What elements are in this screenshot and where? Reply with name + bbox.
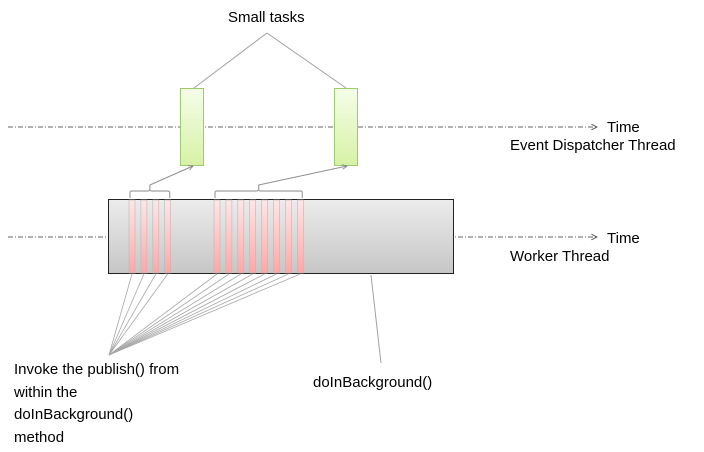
small-tasks-callout-left: [193, 32, 268, 89]
publish-callout-line: [108, 273, 218, 356]
publish-call-bar: [225, 199, 233, 274]
small-tasks-label: Small tasks: [228, 9, 305, 26]
publish-description-line: method: [14, 428, 65, 446]
doinbackground-label: doInBackground(): [313, 374, 433, 391]
edt-thread-label: Event Dispatcher Thread: [510, 137, 676, 154]
publish-callout-line: [108, 273, 133, 356]
publish-callout-line: [108, 273, 145, 356]
publish-callout-line: [108, 273, 253, 356]
publish-call-bar: [213, 199, 221, 274]
publish-description-line: Invoke the publish() from: [14, 361, 180, 378]
publish-description: Invoke the publish() from within the doI…: [14, 359, 179, 449]
publish-callout-line: [108, 273, 265, 356]
publish-call-bar: [128, 199, 136, 274]
publish-call-bar: [261, 199, 268, 274]
publish-call-bar: [164, 199, 171, 274]
publish-callout-line: [108, 273, 169, 356]
worker-thread-label: Worker Thread: [510, 248, 610, 265]
process-arrow: [258, 166, 347, 186]
publish-call-bar: [273, 199, 280, 274]
publish-description-line: doInBackground(): [14, 406, 134, 423]
publish-description-line: within the: [14, 383, 78, 401]
publish-callout-line: [108, 273, 301, 356]
publish-group-brace: [214, 185, 303, 198]
publish-call-bar: [237, 199, 245, 274]
publish-callout-line: [108, 273, 157, 356]
publish-callout-line: [108, 273, 230, 356]
publish-group-brace: [129, 185, 171, 198]
publish-callout-line: [108, 273, 289, 356]
doinbackground-callout: [370, 274, 382, 364]
process-arrow: [149, 166, 193, 186]
publish-call-bar: [249, 199, 256, 274]
publish-call-bar: [285, 199, 292, 274]
publish-callout-line: [108, 273, 242, 356]
publish-call-bar: [140, 199, 148, 274]
small-task-box: [334, 88, 358, 166]
publish-call-bar: [296, 199, 304, 274]
small-task-box: [180, 88, 204, 166]
worker-block: [108, 199, 454, 274]
edt-time-label: Time: [607, 119, 640, 136]
publish-callout-line: [108, 273, 277, 356]
publish-call-bar: [152, 199, 160, 274]
small-tasks-callout-right: [266, 32, 347, 89]
worker-time-label: Time: [607, 230, 640, 247]
